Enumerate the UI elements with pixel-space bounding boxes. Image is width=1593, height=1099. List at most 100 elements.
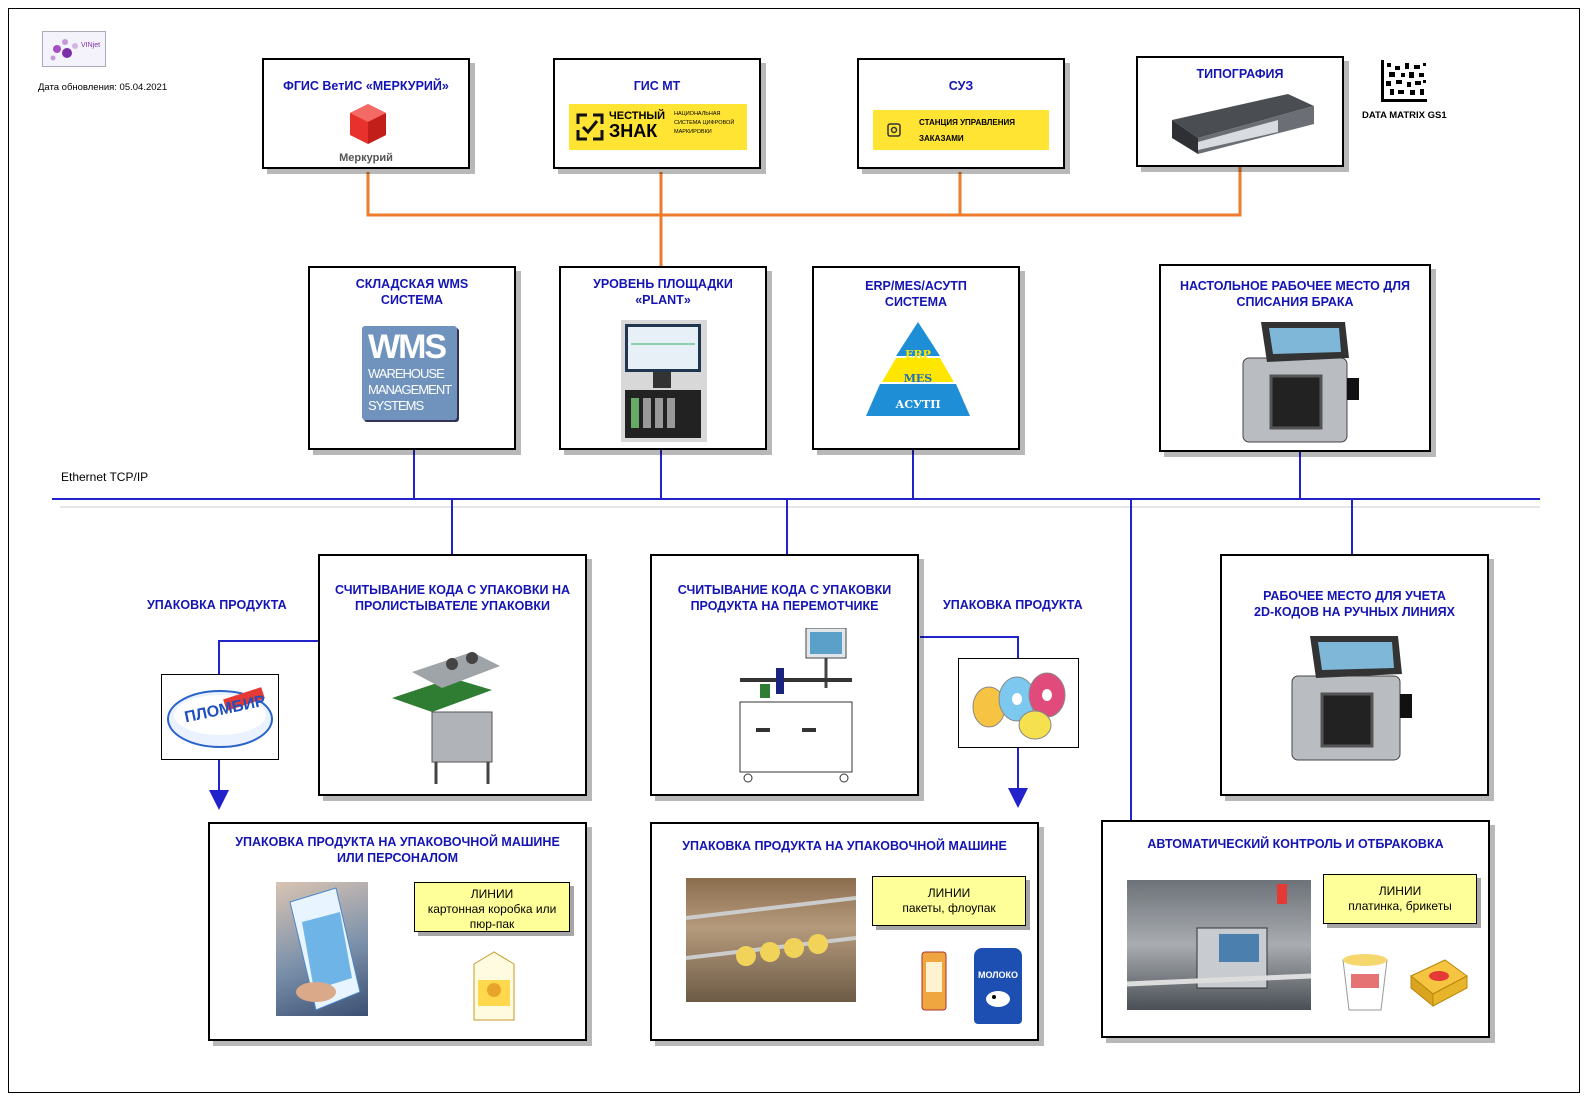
desk-box: НАСТОЛЬНОЕ РАБОЧЕЕ МЕСТО ДЛЯ СПИСАНИЯ БР… bbox=[1159, 264, 1431, 452]
logo-sub3: МАРКИРОВКИ bbox=[674, 129, 712, 135]
orange-bus bbox=[366, 167, 1242, 267]
page-frame bbox=[8, 8, 1580, 1093]
gismt-title: ГИС МТ bbox=[633, 79, 681, 93]
manual-title-line1: РАБОЧЕЕ МЕСТО ДЛЯ УЧЕТА bbox=[1263, 589, 1446, 603]
printer-terminal-icon bbox=[1242, 322, 1359, 443]
packing-line-photo bbox=[685, 878, 857, 1002]
pyramid-level-mes: MES bbox=[903, 372, 933, 385]
milk-bag-text: МОЛОКО bbox=[977, 970, 1019, 980]
wms-logo: WMS WAREHOUSE MANAGEMENT SYSTEMS bbox=[362, 326, 457, 420]
wms-title-line2: СИСТЕМА bbox=[380, 293, 444, 307]
plant-box: УРОВЕНЬ ПЛОЩАДКИ «PLANT» bbox=[559, 266, 767, 450]
molecule-icon bbox=[50, 39, 78, 61]
butter-brick-icon bbox=[1410, 959, 1468, 1008]
auto-note: ЛИНИИ платинка, брикеты bbox=[1323, 874, 1477, 924]
pyramid-level-acs: АСУТП bbox=[895, 398, 941, 411]
scan1-title-line1: СЧИТЫВАНИЕ КОДА С УПАКОВКИ НА bbox=[334, 583, 570, 597]
mercury-logo-text: Меркурий bbox=[339, 152, 393, 164]
wms-logo-line3: SYSTEMS bbox=[368, 398, 424, 413]
pack1-title-line1: УПАКОВКА ПРОДУКТА НА УПАКОВОЧНОЙ МАШИНЕ bbox=[235, 835, 560, 849]
inspection-photo bbox=[1126, 880, 1312, 1010]
logo-line2: ЗНАК bbox=[609, 121, 658, 141]
rewinder-machine-icon bbox=[739, 628, 853, 783]
scan2-title-line2: ПРОДУКТА НА ПЕРЕМОТЧИКЕ bbox=[690, 599, 879, 613]
suz-box: СУЗ СТАНЦИЯ УПРАВЛЕНИЯ ЗАКАЗАМИ bbox=[857, 58, 1065, 169]
chestny-znak-logo: ЧЕСТНЫЙ ЗНАК НАЦИОНАЛЬНАЯ СИСТЕМА ЦИФРОВ… bbox=[569, 104, 747, 150]
note-line1: ЛИНИИ bbox=[470, 887, 514, 901]
labels-photo bbox=[958, 658, 1079, 748]
milk-bag: МОЛОКО bbox=[974, 948, 1022, 1024]
scan1-title-line2: ПРОЛИСТЫВАТЕЛЕ УПАКОВКИ bbox=[354, 599, 551, 613]
logo-sub1: НАЦИОНАЛЬНАЯ bbox=[674, 111, 721, 117]
right-packing-label: УПАКОВКА ПРОДУКТА bbox=[943, 598, 1083, 612]
pack2-box: УПАКОВКА ПРОДУКТА НА УПАКОВОЧНОЙ МАШИНЕ … bbox=[650, 822, 1039, 1041]
note-line1: ЛИНИИ bbox=[1378, 884, 1422, 898]
note-line1: ЛИНИИ bbox=[927, 886, 971, 900]
left-packing-label: УПАКОВКА ПРОДУКТА bbox=[147, 598, 287, 612]
erp-box: ERP/MES/АСУТП СИСТЕМА ERP MES АСУТП bbox=[812, 266, 1020, 450]
pyramid-level-erp: ERP bbox=[905, 348, 931, 361]
pack1-note: ЛИНИИ картонная коробка или пюр-пак bbox=[414, 882, 570, 932]
desk-title-line1: НАСТОЛЬНОЕ РАБОЧЕЕ МЕСТО ДЛЯ bbox=[1179, 279, 1411, 293]
popsicle-pack-icon bbox=[921, 951, 947, 1011]
feeder-machine-icon bbox=[392, 652, 500, 784]
note-line2: картонная коробка или bbox=[427, 902, 557, 916]
suz-title: СУЗ bbox=[948, 79, 974, 93]
pyramid-diagram bbox=[866, 322, 970, 416]
auto-box: АВТОМАТИЧЕСКИЙ КОНТРОЛЬ И ОТБРАКОВКА ЛИН… bbox=[1101, 820, 1490, 1038]
wms-box: СКЛАДСКАЯ WMS СИСТЕМА WMS WAREHOUSE MANA… bbox=[308, 266, 516, 450]
manual-title-line2: 2D-КОДОВ НА РУЧНЫХ ЛИНИЯХ bbox=[1254, 605, 1455, 619]
suz-badge: СТАНЦИЯ УПРАВЛЕНИЯ ЗАКАЗАМИ bbox=[873, 110, 1049, 150]
printer-terminal-icon bbox=[1291, 636, 1412, 761]
wms-logo-line2: MANAGEMENT bbox=[368, 382, 452, 397]
auto-title: АВТОМАТИЧЕСКИЙ КОНТРОЛЬ И ОТБРАКОВКА bbox=[1147, 837, 1444, 851]
badge-line2: ЗАКАЗАМИ bbox=[919, 134, 964, 143]
note-line2: платинка, брикеты bbox=[1348, 899, 1452, 913]
print-box: ТИПОГРАФИЯ bbox=[1136, 56, 1344, 167]
pack1-box: УПАКОВКА ПРОДУКТА НА УПАКОВОЧНОЙ МАШИНЕ … bbox=[208, 822, 587, 1041]
inspection-station-icon bbox=[1126, 884, 1312, 989]
pack2-title: УПАКОВКА ПРОДУКТА НА УПАКОВОЧНОЙ МАШИНЕ bbox=[682, 839, 1007, 853]
update-date: Дата обновления: 05.04.2021 bbox=[38, 82, 168, 93]
scan2-title-line1: СЧИТЫВАНИЕ КОДА С УПАКОВКИ bbox=[677, 583, 892, 597]
conveyor-icon bbox=[685, 896, 857, 966]
badge-line1: СТАНЦИЯ УПРАВЛЕНИЯ bbox=[919, 118, 1016, 127]
manual-packing-photo bbox=[276, 882, 368, 1016]
wms-title-line1: СКЛАДСКАЯ WMS bbox=[355, 277, 469, 291]
datamatrix-label: DATA MATRIX GS1 bbox=[1362, 110, 1447, 121]
manual-box: РАБОЧЕЕ МЕСТО ДЛЯ УЧЕТА 2D-КОДОВ НА РУЧН… bbox=[1220, 554, 1489, 796]
erp-title-line2: СИСТЕМА bbox=[884, 295, 948, 309]
label-rolls-icon bbox=[972, 672, 1066, 740]
mercury-title: ФГИС ВетИС «МЕРКУРИЙ» bbox=[283, 79, 449, 93]
ethernet-label: Ethernet TCP/IP bbox=[61, 470, 149, 484]
plant-title-line1: УРОВЕНЬ ПЛОЩАДКИ bbox=[593, 277, 733, 291]
mercury-cube-icon bbox=[350, 104, 386, 144]
sour-cream-cup-icon bbox=[1342, 954, 1388, 1011]
pack1-title-line2: ИЛИ ПЕРСОНАЛОМ bbox=[336, 851, 459, 865]
logo-line1: ЧЕСТНЫЙ bbox=[609, 110, 666, 122]
milk-carton-icon bbox=[473, 951, 515, 1021]
scan2-box: СЧИТЫВАНИЕ КОДА С УПАКОВКИ ПРОДУКТА НА П… bbox=[650, 554, 919, 796]
ethernet-bus bbox=[52, 450, 1540, 822]
checkmark-icon bbox=[576, 113, 604, 141]
gismt-box: ГИС МТ ЧЕСТНЫЙ ЗНАК НАЦИОНАЛЬНАЯ СИСТЕМА… bbox=[553, 58, 761, 169]
note-line3: пюр-пак bbox=[469, 917, 515, 931]
pack2-note: ЛИНИИ пакеты, флоупак bbox=[872, 876, 1026, 926]
cow-icon bbox=[986, 991, 1010, 1007]
mercury-box: ФГИС ВетИС «МЕРКУРИЙ» Меркурий bbox=[262, 58, 470, 169]
gear-icon bbox=[887, 123, 901, 137]
desk-title-line2: СПИСАНИЯ БРАКА bbox=[1236, 295, 1354, 309]
print-title: ТИПОГРАФИЯ bbox=[1196, 67, 1284, 81]
plant-title-line2: «PLANT» bbox=[635, 293, 691, 307]
industrial-pc-icon bbox=[621, 320, 707, 442]
icecream-photo: ПЛОМБИР bbox=[161, 674, 279, 760]
scan1-box: СЧИТЫВАНИЕ КОДА С УПАКОВКИ НА ПРОЛИСТЫВА… bbox=[318, 554, 587, 796]
large-printer-icon bbox=[1172, 94, 1314, 154]
wms-logo-line1: WAREHOUSE bbox=[368, 366, 445, 381]
note-line2: пакеты, флоупак bbox=[902, 901, 996, 915]
vinjet-logo-text: VINjet bbox=[81, 42, 101, 49]
vinjet-logo: VINjet bbox=[42, 31, 106, 67]
icecream-pack-icon bbox=[167, 687, 273, 748]
hands-pack-icon bbox=[289, 887, 361, 1011]
